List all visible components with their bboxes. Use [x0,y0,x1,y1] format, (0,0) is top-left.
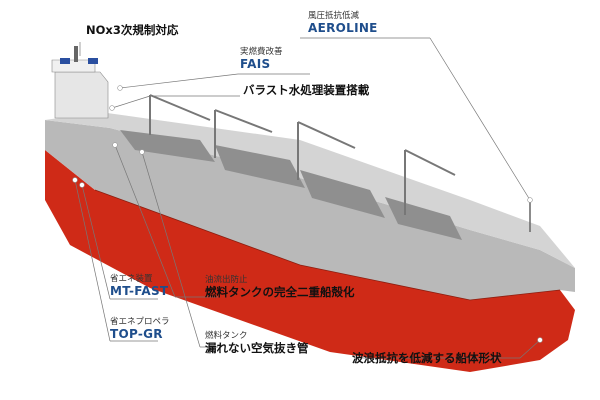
callout-airvent-subtitle: 燃料タンク [205,331,248,341]
callout-nox-title: NOx3次規制対応 [86,23,179,37]
callout-fais-subtitle: 実燃費改善 [240,47,283,57]
callout-fueltank-subtitle: 油流出防止 [205,275,248,285]
callout-mtfast-title: MT-FAST [110,283,169,298]
callout-airvent-title: 漏れない空気抜き管 [205,340,309,355]
callout-mtfast: 省エネ装置 MT-FAST [110,274,169,299]
callout-aeroline: 風圧抵抗低減 AEROLINE [308,11,378,36]
callout-aeroline-title: AEROLINE [308,20,378,35]
callout-aeroline-subtitle: 風圧抵抗低減 [308,11,360,21]
callout-hullform: 波浪抵抗を低減する船体形状 [352,351,502,365]
callout-nox: NOx3次規制対応 [86,23,179,37]
callout-fais-title: FAIS [240,56,271,71]
callout-ballast: バラスト水処理装置搭載 [243,83,370,97]
callout-fueltank-title: 燃料タンクの完全二重船殻化 [205,284,355,299]
callout-fais: 実燃費改善 FAIS [240,47,283,72]
callout-topgr-title: TOP-GR [110,326,163,341]
callout-hullform-title: 波浪抵抗を低減する船体形状 [352,351,502,365]
callout-airvent: 燃料タンク 漏れない空気抜き管 [205,331,309,355]
callout-ballast-title: バラスト水処理装置搭載 [243,83,370,97]
callout-topgr: 省エネプロペラ TOP-GR [110,317,170,342]
callout-topgr-subtitle: 省エネプロペラ [110,317,170,327]
callout-fueltank: 油流出防止 燃料タンクの完全二重船殻化 [205,275,355,299]
callout-mtfast-subtitle: 省エネ装置 [110,274,153,284]
